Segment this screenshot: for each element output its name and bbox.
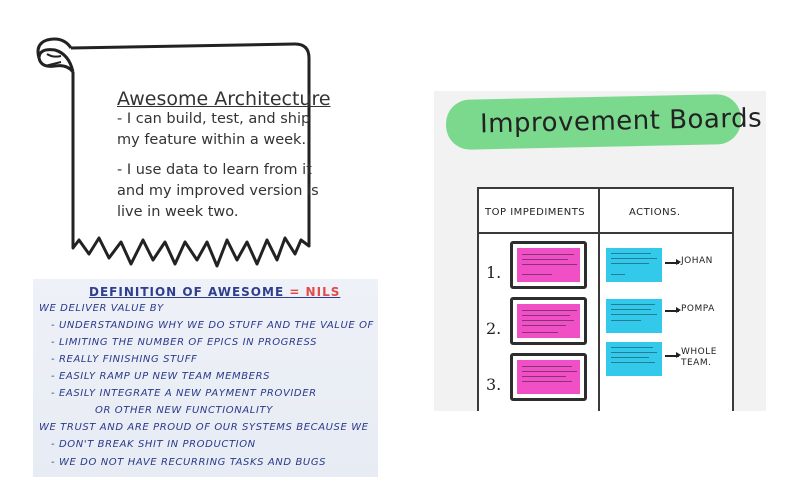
whiteboard-line: WE DELIVER VALUE BY: [39, 303, 164, 314]
impediments-board: TOP IMPEDIMENTS ACTIONS. 1. JOHAN 2.: [477, 187, 734, 411]
improvement-boards-banner: Improvement Boards: [445, 93, 762, 151]
whiteboard-line: - UNDERSTANDING WHY WE DO STUFF AND THE …: [51, 320, 378, 331]
arrow-icon: [665, 307, 681, 313]
scroll-title: Awesome Architecture: [117, 88, 331, 110]
whiteboard-line: WE TRUST AND ARE PROUD OF OUR SYSTEMS BE…: [39, 422, 369, 433]
scroll-point-1: - I can build, test, and ship my feature…: [117, 111, 311, 148]
row-number: 3.: [486, 375, 502, 394]
scroll-point-2: - I use data to learn from it and my imp…: [117, 162, 319, 220]
whiteboard-line: - REALLY FINISHING STUFF: [51, 354, 198, 365]
action-sticky-note: [606, 248, 662, 282]
action-owner: JOHAN: [681, 256, 713, 266]
whiteboard-line: - DON'T BREAK SHIT IN PRODUCTION: [51, 439, 256, 450]
architecture-scroll-card: Awesome Architecture - I can build, test…: [33, 28, 331, 268]
row-number: 2.: [486, 319, 502, 338]
whiteboard-title-text: DEFINITION OF AWESOME: [89, 285, 285, 299]
column-header-actions: ACTIONS.: [629, 207, 681, 218]
impediment-sticky-note: [517, 248, 580, 282]
impediment-note-frame: [510, 297, 587, 345]
column-divider: [598, 189, 600, 411]
action-owner: POMPA: [681, 304, 715, 314]
impediment-sticky-note: [517, 304, 580, 338]
whiteboard-line: OR OTHER NEW FUNCTIONALITY: [95, 405, 273, 416]
action-owner: WHOLE TEAM.: [681, 347, 717, 368]
whiteboard-line: - LIMITING THE NUMBER OF EPICS IN PROGRE…: [51, 337, 318, 348]
header-divider: [479, 232, 732, 234]
whiteboard-line: - WE DO NOT HAVE RECURRING TASKS AND BUG…: [51, 457, 327, 468]
action-sticky-note: [606, 299, 662, 333]
column-header-impediments: TOP IMPEDIMENTS: [485, 207, 586, 218]
banner-title: Improvement Boards: [479, 103, 763, 140]
action-sticky-note: [606, 342, 662, 376]
impediment-sticky-note: [517, 360, 580, 394]
definition-of-awesome-whiteboard: DEFINITION OF AWESOME = NILS WE DELIVER …: [33, 279, 378, 477]
arrow-icon: [665, 352, 681, 358]
row-number: 1.: [486, 263, 502, 282]
impediment-note-frame: [510, 241, 587, 289]
whiteboard-title-tag: = NILS: [289, 285, 341, 299]
scroll-outline-drawing: [36, 37, 311, 268]
arrow-icon: [665, 259, 681, 265]
improvement-boards-photo: Improvement Boards TOP IMPEDIMENTS ACTIO…: [434, 91, 766, 411]
whiteboard-line: - EASILY INTEGRATE A NEW PAYMENT PROVIDE…: [51, 388, 317, 399]
whiteboard-title: DEFINITION OF AWESOME = NILS: [89, 285, 340, 299]
whiteboard-line: - EASILY RAMP UP NEW TEAM MEMBERS: [51, 371, 271, 382]
impediment-note-frame: [510, 353, 587, 401]
